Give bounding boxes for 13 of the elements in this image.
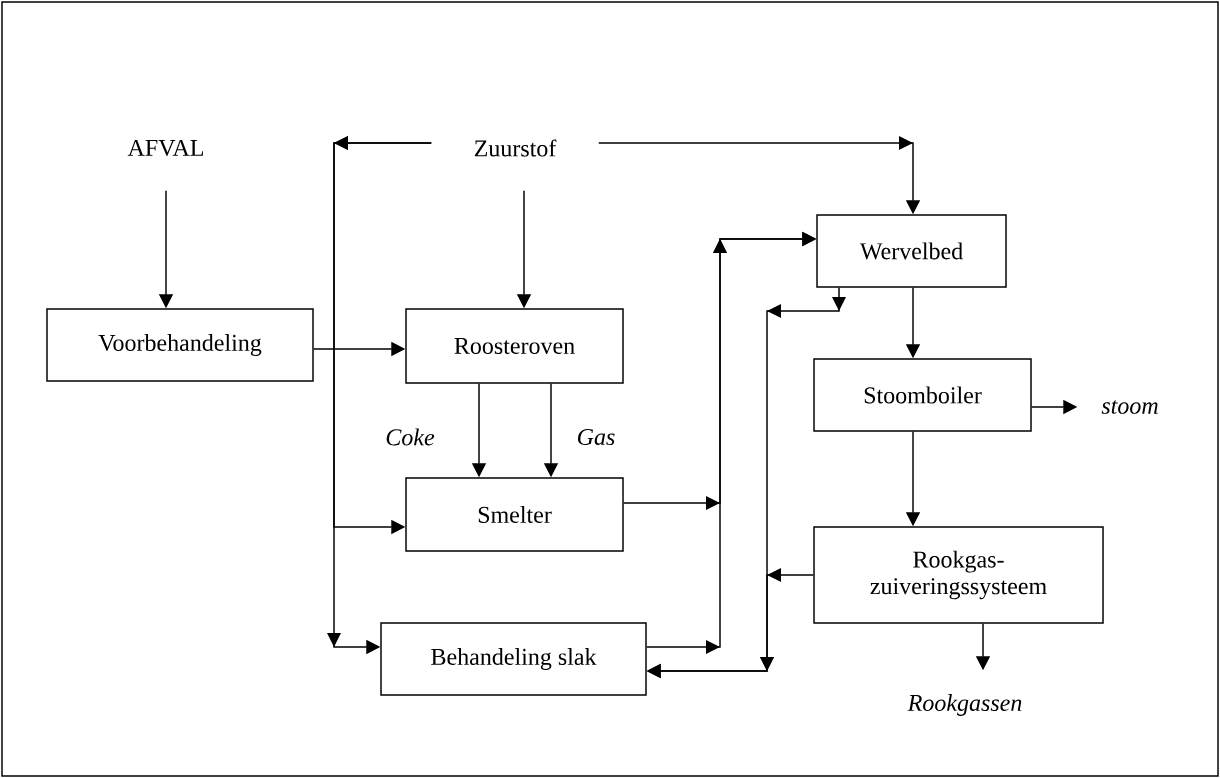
process-box: Smelter (405, 477, 624, 552)
process-box: Roosteroven (405, 308, 624, 384)
stream-label: Zuurstof (474, 139, 557, 157)
stream-label: AFVAL (127, 139, 203, 157)
edge-label: Coke (386, 428, 435, 446)
stream-label: stoom (1101, 400, 1158, 414)
process-box: Voorbehandeling (46, 308, 314, 382)
edge-label: Gas (578, 428, 615, 446)
process-box: Stoomboiler (813, 358, 1032, 432)
stream-label: Rookgassen (907, 694, 1022, 716)
process-box: Rookgas- zuiveringssysteem (813, 526, 1104, 624)
process-box: Behandeling slak (380, 622, 647, 696)
process-box: Wervelbed (816, 214, 1007, 288)
